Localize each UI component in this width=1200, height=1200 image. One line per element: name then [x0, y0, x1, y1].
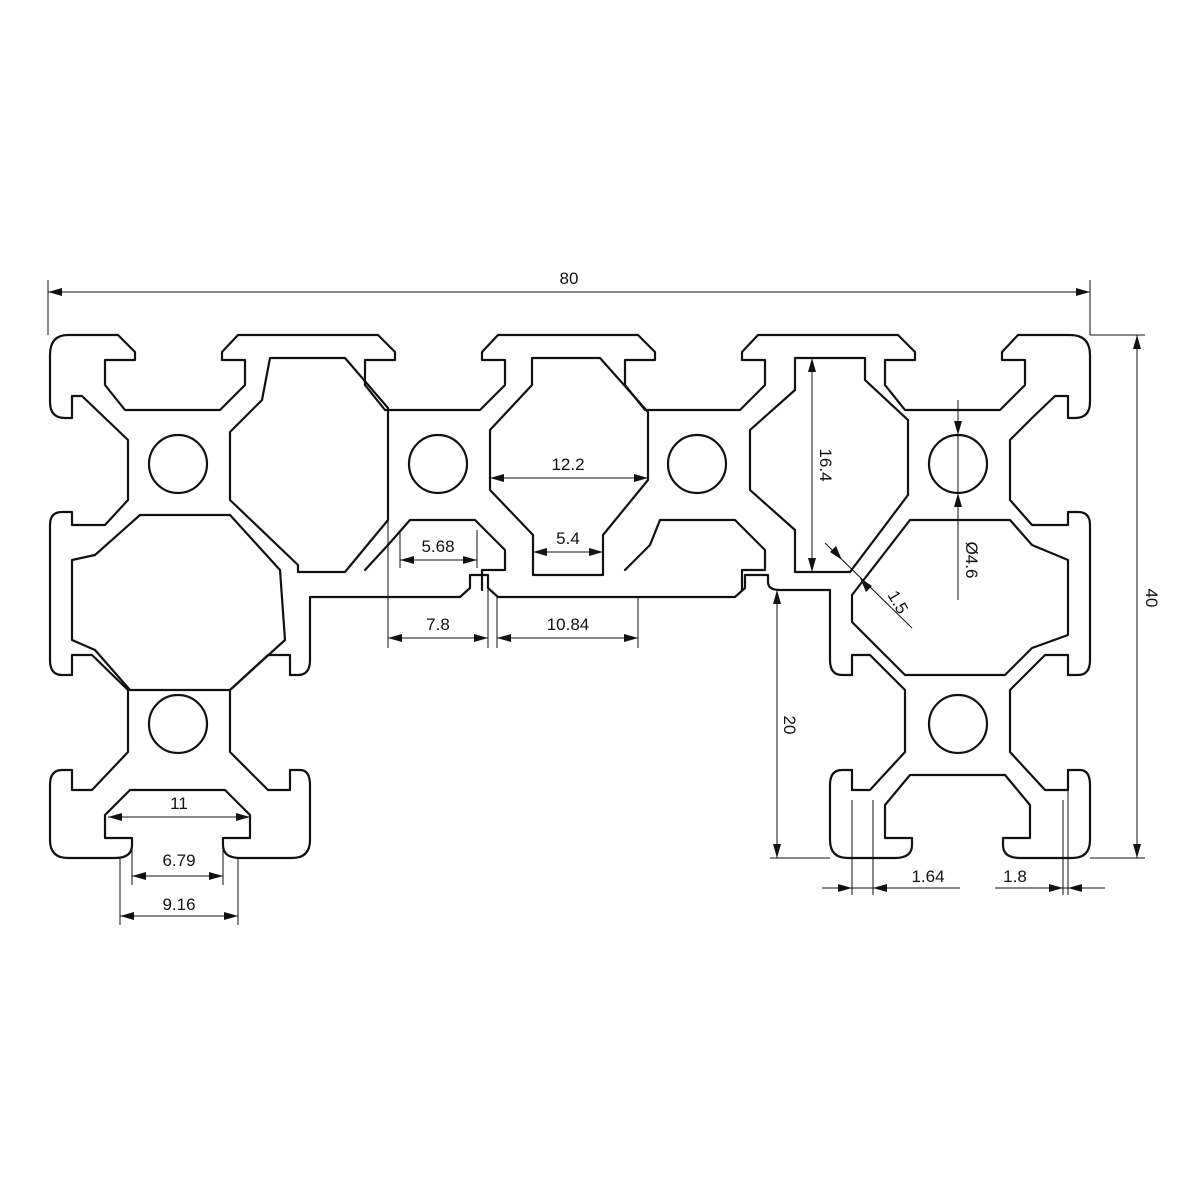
hole-3	[666, 433, 728, 495]
dim-80-label: 80	[560, 269, 579, 288]
dim-12-2-label: 12.2	[551, 455, 584, 474]
cavity-5	[850, 518, 1070, 677]
dim-7-8-label: 7.8	[426, 615, 450, 634]
dim-1-5-label: 1.5	[884, 587, 912, 617]
dimension-lines	[47, 280, 1145, 925]
cavity-1	[228, 356, 390, 574]
dim-9-16-label: 9.16	[162, 895, 195, 914]
dim-16-4-label: 16.4	[816, 448, 835, 481]
hole-1	[147, 433, 209, 495]
profile-outline	[48, 333, 1092, 860]
dim-1-8-label: 1.8	[1003, 867, 1027, 886]
hole-5	[147, 693, 209, 755]
dimension-labels: 80 40 20 12.2 16.4 Ø4.6 1.5 5.68 5.4 7.8…	[162, 269, 1161, 914]
dim-5-68-label: 5.68	[421, 537, 454, 556]
cavity-3	[748, 356, 910, 574]
outer-contour	[48, 333, 1092, 860]
dim-dia-label: Ø4.6	[962, 542, 981, 579]
cavity-2	[488, 356, 650, 577]
dim-6-79-label: 6.79	[162, 851, 195, 870]
slot-lip-2	[623, 518, 767, 592]
dim-10-84-label: 10.84	[547, 615, 590, 634]
dim-20-label: 20	[780, 716, 799, 735]
hole-6	[927, 693, 989, 755]
slot-lip-1	[363, 518, 507, 592]
cavity-4	[70, 513, 287, 692]
dim-5-4-label: 5.4	[556, 529, 580, 548]
hole-2	[407, 433, 469, 495]
dim-11-label: 11	[170, 794, 188, 813]
dim-40-label: 40	[1142, 589, 1161, 608]
dim-1-64-label: 1.64	[911, 867, 944, 886]
